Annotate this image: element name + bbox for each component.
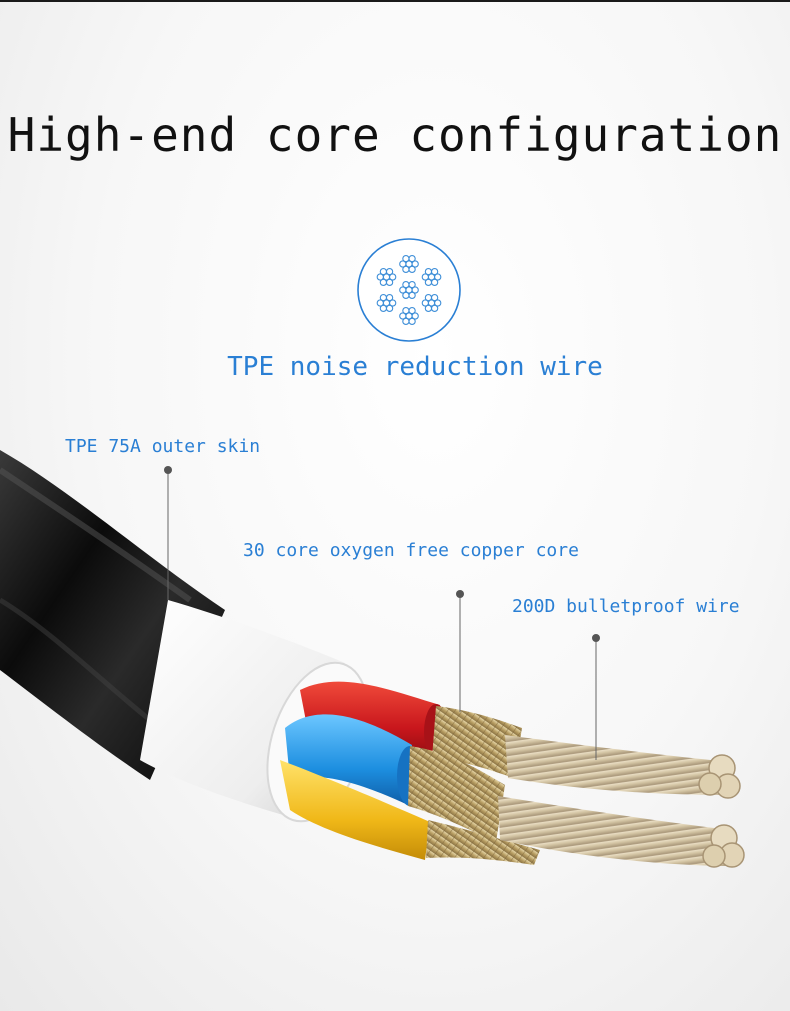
bulletproof-dot (592, 634, 600, 642)
strand-circle (385, 267, 394, 276)
blue-wire (285, 714, 505, 842)
strand-circle (411, 312, 419, 320)
outer-skin-label: TPE 75A outer skin (65, 436, 261, 457)
strand-circle (376, 299, 384, 307)
strand-circle (402, 317, 410, 326)
strand-circle (379, 267, 388, 276)
strand-circle (399, 312, 407, 320)
strand-circle (434, 273, 442, 281)
strand-circle (376, 273, 384, 281)
cable-illustration (0, 450, 745, 868)
product-subtitle: TPE noise reduction wire (227, 352, 603, 382)
strand-circle (408, 317, 416, 326)
strand-circle (379, 304, 388, 313)
strand-circle (424, 293, 433, 302)
strand-circle (402, 280, 410, 289)
strand-circle (399, 286, 407, 294)
strand-circle (424, 304, 433, 313)
yellow-wire (280, 760, 540, 865)
strand-circle (424, 278, 433, 287)
strand-circle (402, 254, 410, 263)
top-border-line (0, 0, 790, 2)
strand-circle (402, 306, 410, 315)
page-headline: High-end core configuration (7, 108, 783, 162)
strand-circle (434, 299, 442, 307)
strand-circle (421, 273, 429, 281)
strand-circle (408, 306, 416, 315)
strand-circle (389, 273, 397, 281)
strand-circle (430, 267, 439, 276)
strand-bundle (421, 293, 442, 313)
strand-bundle (421, 267, 442, 287)
strand-bundle (376, 293, 397, 313)
strand-circle (411, 260, 419, 268)
strand-circle (424, 267, 433, 276)
strand-circle (385, 293, 394, 302)
bulletproof-wire-label: 200D bulletproof wire (512, 596, 740, 617)
outer-skin-dot (164, 466, 172, 474)
strand-circle (402, 265, 410, 274)
strand-bundle (399, 254, 419, 274)
copper-core-label: 30 core oxygen free copper core (243, 540, 579, 561)
strand-circle (399, 260, 407, 268)
strand-circle (402, 291, 410, 300)
strand-circle (421, 299, 429, 307)
strand-circle (408, 254, 416, 263)
strand-bundle (376, 267, 397, 287)
strand-bundle (399, 280, 419, 300)
strand-circle (379, 293, 388, 302)
strand-circle (385, 304, 394, 313)
strand-bundle (399, 306, 419, 326)
copper-core-dot (456, 590, 464, 598)
strand-circle (430, 293, 439, 302)
strand-circle (430, 304, 439, 313)
strand-circle (408, 291, 416, 300)
strand-circle (389, 299, 397, 307)
strand-circle (408, 280, 416, 289)
strand-circle (411, 286, 419, 294)
strand-circle (385, 278, 394, 287)
strand-circle (379, 278, 388, 287)
bulletproof-bundles (498, 735, 745, 868)
strand-circle (430, 278, 439, 287)
cable-cross-section-icon (355, 236, 463, 344)
strand-circle (408, 265, 416, 274)
